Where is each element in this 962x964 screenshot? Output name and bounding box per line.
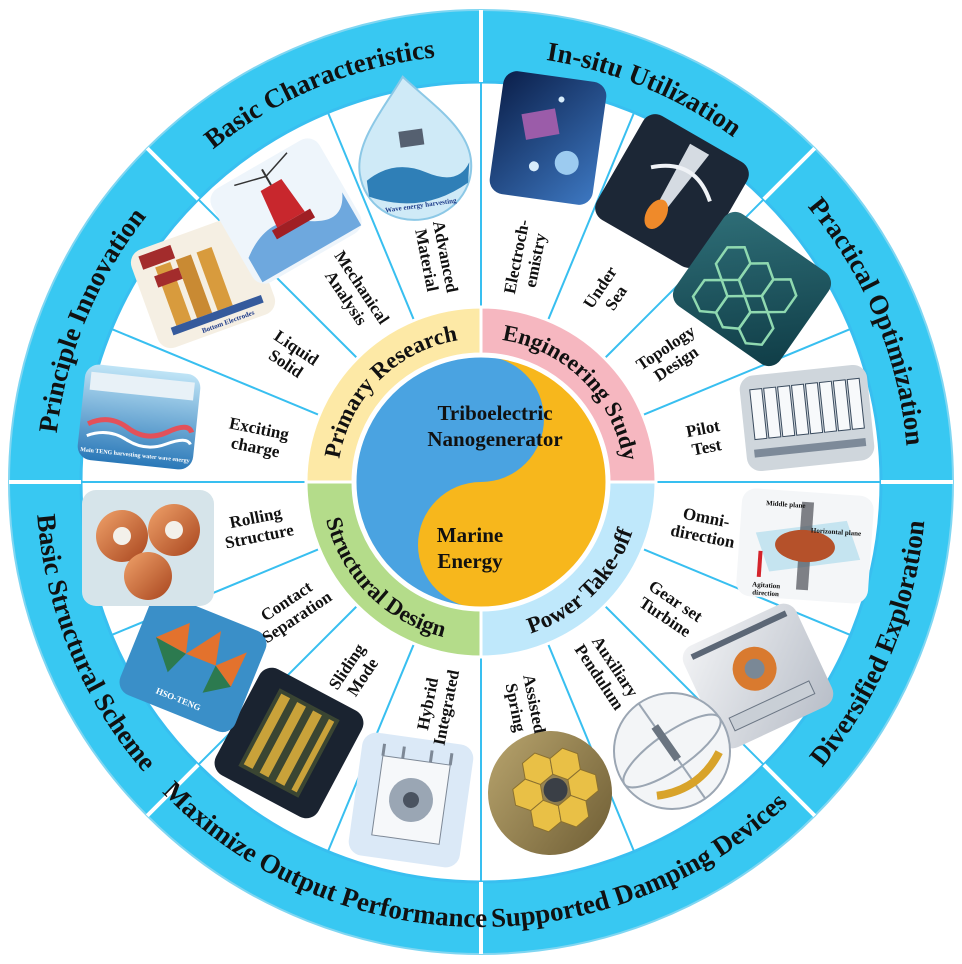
omni-agitation-caption-1: Agitation — [752, 580, 781, 590]
contact-fan-image: HSO-TENG — [119, 593, 267, 733]
core-top-label-1: Triboelectric — [437, 401, 552, 425]
pilot-array-image — [739, 364, 875, 472]
core-bottom-label-2: Energy — [437, 549, 503, 573]
outer-ring-dividers — [9, 10, 953, 954]
hexagon-network-image — [672, 211, 832, 367]
omni-horizontal-caption: Horizontal plane — [811, 526, 862, 537]
outer-divider — [762, 763, 817, 818]
core-gold — [418, 356, 607, 608]
outer-divider — [145, 146, 200, 201]
omni-device-image: Middle plane Horizontal plane Agitation … — [736, 488, 874, 604]
water-drop-image: Wave energy harvesting — [358, 75, 473, 221]
segment-spoke — [547, 112, 635, 321]
gear-turbine-image — [682, 603, 834, 749]
omni-middle-caption: Middle plane — [766, 499, 806, 510]
hybrid-device-image — [348, 732, 474, 868]
yin-yang-core: Triboelectric Nanogenerator Marine Energ… — [353, 354, 609, 610]
segment-spoke — [642, 328, 851, 416]
sliding-cylinder-image — [214, 667, 364, 819]
core-top-label-2: Nanogenerator — [427, 427, 562, 451]
pendulum-cage-image — [613, 692, 731, 810]
hexagon-spring-image — [488, 731, 612, 855]
rolling-spheres-image — [82, 490, 214, 606]
core-bottom-label-1: Marine — [437, 523, 503, 547]
segment-spoke — [327, 112, 415, 321]
outer-divider — [145, 763, 200, 818]
segment-images: Main TENG harvesting water wave energy B… — [77, 71, 875, 868]
outer-divider — [762, 146, 817, 201]
underwater-device-image — [489, 71, 607, 205]
sea-vehicle-image — [595, 114, 749, 268]
buoy-force-image — [210, 138, 362, 284]
quadrant-band-4 — [304, 480, 483, 659]
omni-agitation-caption-2: direction — [752, 588, 779, 598]
segment-spoke — [111, 328, 320, 416]
charge-wave-image: Main TENG harvesting water wave energy — [77, 364, 201, 470]
